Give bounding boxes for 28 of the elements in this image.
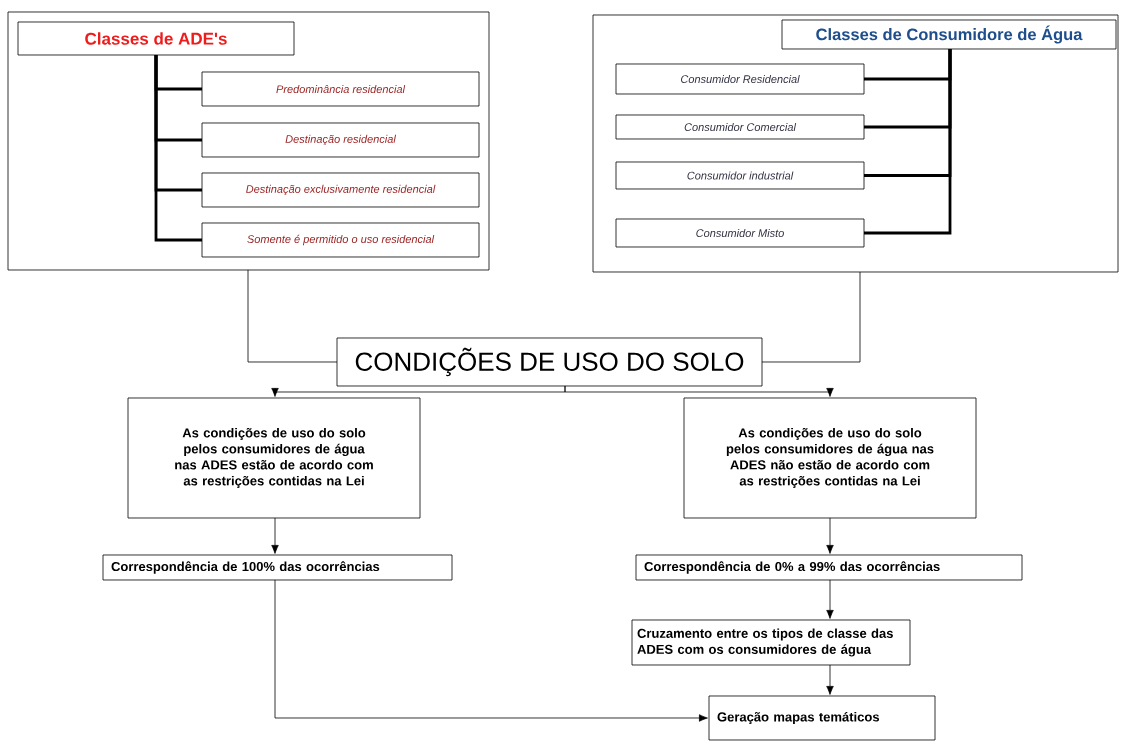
connector [154,55,202,242]
class-box: Destinação residencial [201,122,480,158]
class-box: Consumidor industrial [615,161,865,190]
connector [826,664,834,695]
process-box: CONDIÇÕES DE USO DO SOLO [336,337,763,387]
connector [247,269,338,363]
class-box: Destinação exclusivamente residencial [201,172,480,208]
process-box: Correspondência de 0% a 99% das ocorrências [635,554,1023,581]
process-box: As condições de uso do solo pelos consumidores de água nas ADES não estão de acordo com as restrições contidas na Lei [683,397,977,519]
connector [564,385,834,397]
class-box: Consumidor Comercial [615,114,865,140]
process-box: Cruzamento entre os tipos de classe das ADES com os consumidores de água [631,619,911,666]
connector [826,517,834,554]
connector [271,517,279,554]
process-box: Geração mapas temáticos [708,695,936,741]
connector [864,49,952,235]
connector [274,579,708,722]
class-box: Consumidor Residencial [615,63,865,95]
connector [761,271,861,363]
class-box: Predominância residencial [201,71,480,107]
class-box: Somente é permitido o uso residencial [201,222,480,258]
class-box: Consumidor Misto [615,218,865,248]
connector [271,385,566,397]
connector [826,579,834,619]
title-box: Classes de Consumidore de Água [781,19,1117,50]
process-box: As condições de uso do solo pelos consumidores de água nas ADES estão de acordo com as restrições contidas na Lei [127,397,421,519]
process-box: Correspondência de 100% das ocorrências [102,554,453,581]
title-box: Classes de ADE's [17,21,295,56]
